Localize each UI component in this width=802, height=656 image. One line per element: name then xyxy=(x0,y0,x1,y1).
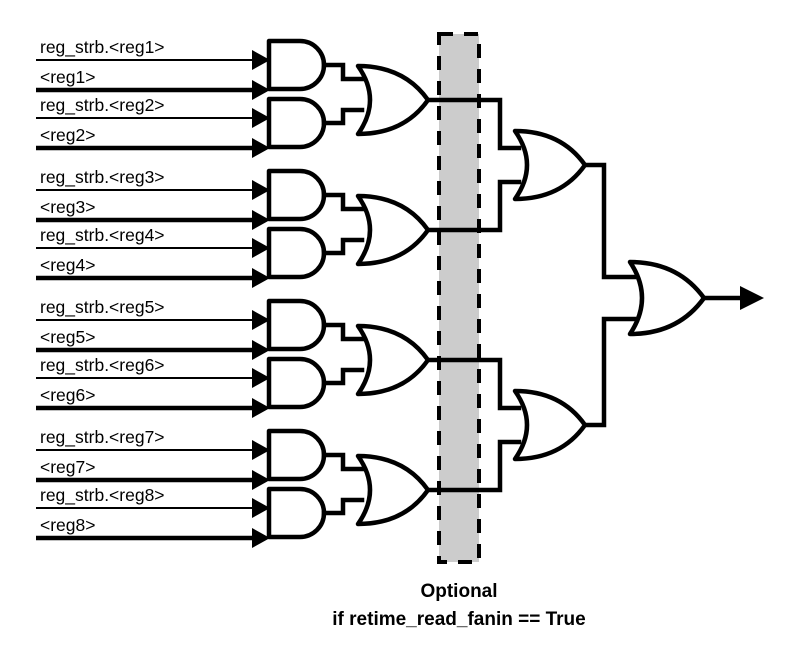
label-data-1: <reg1> xyxy=(40,67,95,87)
or-gate-s2-2 xyxy=(512,388,588,462)
optional-retime-box xyxy=(437,32,481,564)
wire-and5-to-or3 xyxy=(321,322,365,342)
and-gate-2 xyxy=(266,96,327,150)
wire-and4-to-or2 xyxy=(321,237,365,256)
arrow-strobe-8 xyxy=(252,498,270,518)
wire-or3-to-or-s2-2 xyxy=(425,357,522,411)
wire-and6-to-or3 xyxy=(321,367,365,386)
arrow-data-8 xyxy=(252,528,270,548)
or-gate-s1-1 xyxy=(355,63,431,137)
arrow-data-5 xyxy=(252,340,270,360)
and-gate-7 xyxy=(266,428,327,482)
arrow-strobe-4 xyxy=(252,238,270,258)
or-gate-s1-4 xyxy=(355,453,431,527)
or-gate-s2-1 xyxy=(512,128,588,202)
label-strobe-5: reg_strb.<reg5> xyxy=(40,297,165,318)
arrow-data-2 xyxy=(252,138,270,158)
arrow-strobe-7 xyxy=(252,440,270,460)
wire-and3-to-or2 xyxy=(321,192,365,212)
label-strobe-1: reg_strb.<reg1> xyxy=(40,37,165,58)
label-strobe-8: reg_strb.<reg8> xyxy=(40,485,165,506)
label-data-3: <reg3> xyxy=(40,197,95,217)
label-data-8: <reg8> xyxy=(40,515,95,535)
wire-or-s2-1-to-final xyxy=(582,162,637,280)
arrow-strobe-3 xyxy=(252,180,270,200)
optional-caption-line1: Optional xyxy=(420,581,497,602)
arrow-data-3 xyxy=(252,210,270,230)
label-strobe-2: reg_strb.<reg2> xyxy=(40,95,165,116)
wire-or1-to-or-s2-1 xyxy=(425,97,522,151)
arrow-data-4 xyxy=(252,268,270,288)
label-strobe-3: reg_strb.<reg3> xyxy=(40,167,165,188)
arrow-strobe-6 xyxy=(252,368,270,388)
arrow-strobe-1 xyxy=(252,50,270,70)
and-gate-6 xyxy=(266,356,327,410)
label-data-6: <reg6> xyxy=(40,385,95,405)
label-strobe-6: reg_strb.<reg6> xyxy=(40,355,165,376)
and-gate-4 xyxy=(266,226,327,280)
label-data-5: <reg5> xyxy=(40,327,95,347)
label-strobe-7: reg_strb.<reg7> xyxy=(40,427,165,448)
or-gate-s1-3 xyxy=(355,323,431,397)
wire-and1-to-or1 xyxy=(321,62,365,82)
and-gate-8 xyxy=(266,486,327,540)
arrow-output xyxy=(740,286,764,310)
wire-or4-to-or-s2-2 xyxy=(425,439,522,493)
and-gate-5 xyxy=(266,298,327,352)
arrow-data-1 xyxy=(252,80,270,100)
wire-and2-to-or1 xyxy=(321,107,365,126)
wire-or2-to-or-s2-1 xyxy=(425,179,522,233)
arrow-data-7 xyxy=(252,470,270,490)
wire-and7-to-or4 xyxy=(321,452,365,472)
label-strobe-4: reg_strb.<reg4> xyxy=(40,225,165,246)
wire-or-s2-2-to-final xyxy=(582,316,637,428)
or-gate-s1-2 xyxy=(355,193,431,267)
and-gate-1 xyxy=(266,38,327,92)
label-data-4: <reg4> xyxy=(40,255,95,275)
arrow-strobe-2 xyxy=(252,108,270,128)
arrow-strobe-5 xyxy=(252,310,270,330)
and-gate-3 xyxy=(266,168,327,222)
arrow-data-6 xyxy=(252,398,270,418)
wire-and8-to-or4 xyxy=(321,497,365,516)
or-gate-final xyxy=(627,259,707,337)
label-data-7: <reg7> xyxy=(40,457,95,477)
label-data-2: <reg2> xyxy=(40,125,95,145)
optional-caption-line2: if retime_read_fanin == True xyxy=(332,609,585,630)
